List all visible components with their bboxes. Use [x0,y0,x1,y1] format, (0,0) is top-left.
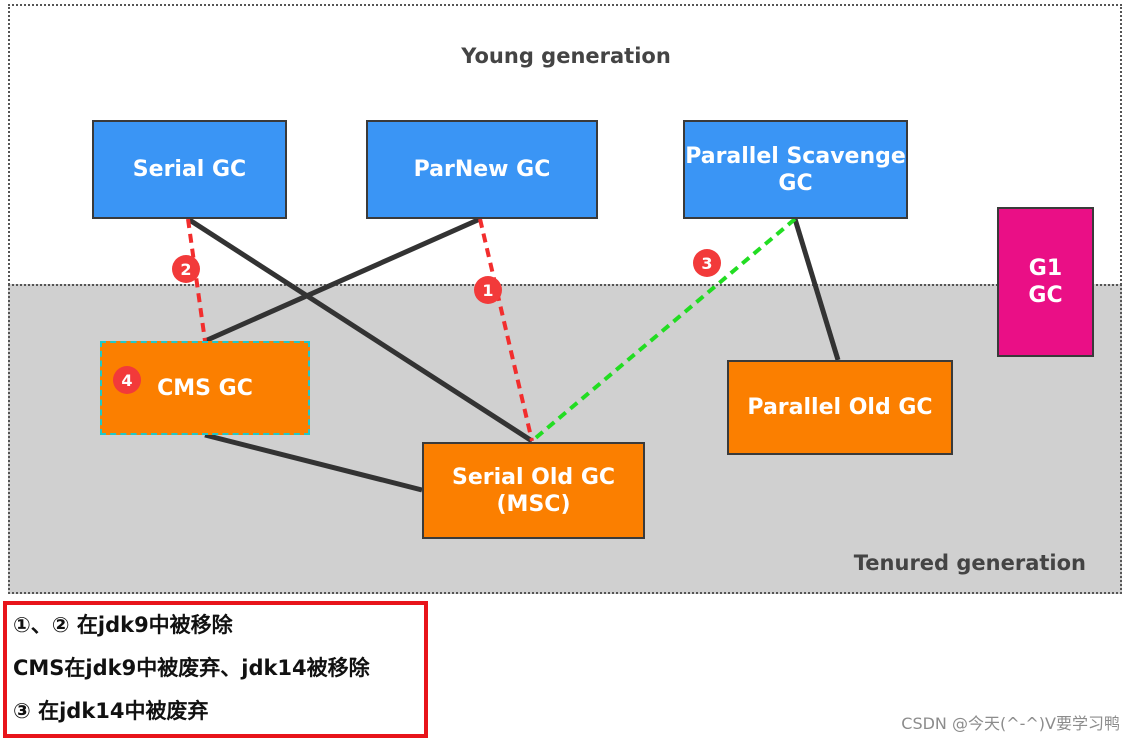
note-line-3: ③ 在jdk14中被废弃 [13,699,209,723]
badge-2: 2 [172,255,200,283]
link-serial-to-serial-old [186,216,534,444]
tenured-generation-label: Tenured generation [853,551,1086,575]
badge-3: 3 [693,249,721,277]
badge-4: 4 [113,366,141,394]
link-parnew-to-serial-old-removed [478,218,534,442]
parallel-scavenge-gc-box: Parallel Scavenge GC [683,120,908,219]
note-line-2: CMS在jdk9中被废弃、jdk14被移除 [13,656,370,680]
young-generation-label: Young generation [461,44,671,68]
serial-gc-box: Serial GC [92,120,287,219]
g1-gc-box: G1 GC [997,207,1094,357]
parallel-old-gc-box: Parallel Old GC [727,360,953,455]
link-parnew-to-cms [203,216,482,344]
serial-old-gc-box: Serial Old GC (MSC) [422,442,645,539]
link-parallel-scavenge-to-parallel-old [792,218,841,361]
link-serial-to-cms-removed [186,218,207,342]
notes-box: ①、② 在jdk9中被移除 CMS在jdk9中被废弃、jdk14被移除 ③ 在j… [3,601,428,738]
parnew-gc-box: ParNew GC [366,120,598,219]
note-line-1: ①、② 在jdk9中被移除 [13,613,233,637]
link-parallel-scavenge-to-serial-old-deprecated [530,217,797,443]
badge-1: 1 [474,276,502,304]
watermark: CSDN @今天(^-^)V要学习鸭 [901,714,1120,733]
link-cms-to-serial-old [204,432,423,493]
